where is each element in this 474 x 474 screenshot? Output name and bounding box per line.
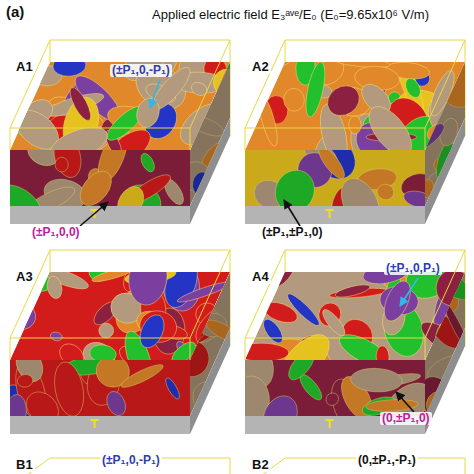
leader-arrow: [396, 392, 414, 412]
domain-blob: [322, 80, 365, 122]
domain-blob: [403, 76, 424, 100]
substrate: [10, 416, 190, 434]
wireframe: [245, 458, 465, 474]
domain-blob: [379, 277, 416, 325]
domain-blob: [39, 263, 91, 293]
domain-blob: [45, 275, 64, 300]
domain-face: [233, 342, 439, 442]
wireframe: [245, 40, 465, 128]
polarization-label: (0,±P₁,-P₁): [356, 454, 418, 467]
substrate: [190, 118, 230, 224]
wireframe: [10, 250, 50, 338]
domain-face: [0, 127, 190, 234]
domain-blob: [66, 85, 94, 123]
wireframe: [425, 128, 426, 150]
domain-blob: [236, 70, 262, 102]
wireframe: [10, 250, 230, 338]
polarization-label: (±P₁,0,-P₁): [100, 454, 162, 467]
wireframe: [245, 40, 285, 128]
domain-blob: [135, 311, 168, 352]
substrate: [425, 118, 465, 224]
panel-label: A4: [250, 270, 271, 284]
wireframe: [50, 250, 51, 272]
panel-label: A3: [14, 270, 35, 284]
domain-blob: [334, 282, 371, 299]
domain-blob: [9, 259, 28, 322]
leader-arrow: [284, 200, 300, 226]
domain-blob: [348, 116, 361, 134]
polarization-label: (0,±P₁,0): [380, 412, 432, 425]
domain-blob: [49, 331, 63, 342]
domain-blob: [232, 55, 292, 77]
wireframe: [425, 338, 426, 360]
domain-blob: [0, 51, 37, 95]
domain-blob: [302, 61, 329, 119]
substrate: [190, 328, 230, 434]
wireframe: [10, 128, 11, 150]
domain-blob: [185, 60, 232, 73]
polarization-label: (±P₁,0,-P₁): [110, 64, 172, 77]
domain-blob: [283, 88, 305, 112]
domain-blob: [185, 70, 216, 97]
domain-blob: [133, 95, 162, 130]
wireframe: [10, 40, 230, 128]
domain-blob: [170, 36, 214, 95]
polarization-label: (±P₁,±P₁,0): [260, 226, 324, 239]
panel-label: B1: [14, 458, 35, 472]
domain-blob: [179, 93, 207, 112]
leader-arrow: [400, 278, 418, 306]
domain-blob: [52, 54, 86, 77]
wireframe: [245, 338, 246, 360]
domain-blob: [126, 249, 170, 307]
panel-label: A1: [14, 60, 35, 74]
panel-label: B2: [250, 458, 271, 472]
domain-blob: [235, 343, 289, 362]
panel-label: A2: [250, 60, 271, 74]
domain-blob: [214, 391, 236, 420]
t-marker: [94, 420, 96, 428]
domain-blob: [216, 383, 239, 420]
wireframe: [245, 128, 246, 150]
domain-blob: [261, 298, 300, 326]
wireframe: [190, 128, 191, 150]
wireframe: [245, 250, 285, 338]
domain-blob: [319, 307, 348, 339]
polarization-label: (±P₁,0,0): [30, 226, 82, 239]
domain-blob: [2, 82, 32, 115]
domain-blob: [268, 257, 298, 290]
domain-blob: [12, 310, 22, 329]
domain-blob: [237, 268, 272, 286]
wireframe: [10, 338, 11, 360]
domain-face: [411, 254, 474, 438]
wireframe: [245, 250, 465, 338]
wireframe: [285, 40, 286, 62]
figure-title: Applied electric field E₃ᵃᵛᵉ/E₀ (E₀=9.65…: [152, 8, 429, 22]
wireframe: [190, 338, 191, 360]
leader-arrow: [80, 202, 108, 226]
domain-blob: [255, 93, 281, 147]
wireframe: [285, 250, 286, 272]
t-marker: [329, 420, 331, 428]
polarization-label: (±P₁,0,P₁): [384, 262, 442, 275]
panel-letter: (a): [4, 4, 26, 21]
t-marker: [329, 210, 331, 218]
domain-blob: [189, 80, 209, 98]
wireframe: [50, 40, 51, 62]
leader-arrow: [150, 80, 160, 108]
domain-blob: [6, 300, 39, 332]
domain-face: [245, 128, 436, 233]
domain-blob: [91, 264, 135, 284]
substrate: [245, 206, 425, 224]
wireframe: [10, 40, 50, 128]
